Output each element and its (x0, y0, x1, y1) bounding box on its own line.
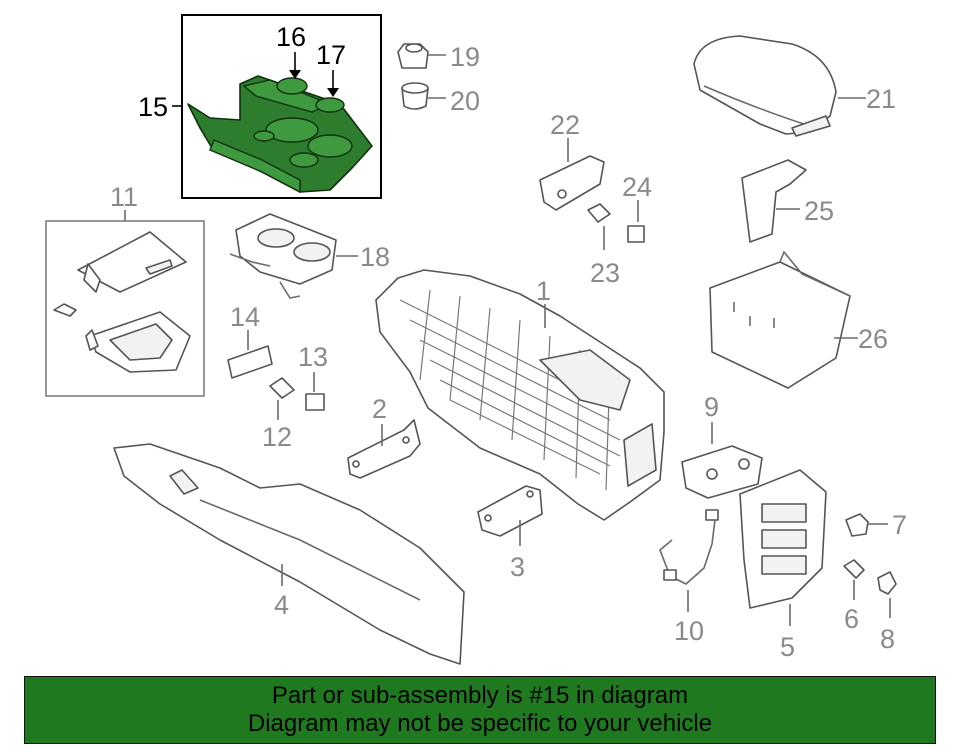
part-12-13-14 (227, 330, 325, 420)
highlight-box-15 (172, 14, 382, 199)
callout-16: 16 (276, 22, 306, 52)
callout-14: 14 (230, 302, 260, 332)
part-25-panel (741, 159, 807, 243)
callout-25: 25 (804, 196, 834, 226)
callout-22: 22 (550, 110, 580, 140)
callout-20: 20 (450, 86, 480, 116)
callout-18: 18 (360, 242, 390, 272)
callout-4: 4 (274, 590, 289, 620)
callout-7: 7 (892, 510, 907, 540)
callout-10: 10 (674, 616, 704, 646)
callout-13: 13 (298, 342, 328, 372)
part-3-bracket (477, 485, 543, 546)
callout-1: 1 (536, 276, 551, 306)
part-11-box (45, 210, 205, 397)
part-26-bin (709, 250, 858, 389)
callout-21: 21 (866, 84, 896, 114)
banner-line-1: Part or sub-assembly is #15 in diagram (271, 682, 689, 709)
part-2-bracket (347, 419, 421, 479)
callout-6: 6 (844, 604, 859, 634)
info-banner: Part or sub-assembly is #15 in diagram D… (24, 676, 936, 744)
part-22-bracket (539, 138, 605, 211)
callout-19: 19 (450, 42, 480, 72)
part-4-side-panel (113, 443, 465, 665)
part-19-20 (397, 43, 446, 110)
callout-23: 23 (590, 258, 620, 288)
part-6-7-8 (843, 513, 897, 618)
callout-5: 5 (780, 632, 795, 662)
part-21-armrest (693, 35, 866, 137)
part-5-bezel (739, 469, 827, 626)
callout-3: 3 (510, 552, 525, 582)
part-9-control (681, 422, 763, 499)
part-18-cupholder (229, 213, 358, 299)
callout-9: 9 (704, 392, 719, 422)
callout-24: 24 (622, 172, 652, 202)
callout-8: 8 (880, 624, 895, 654)
part-16-cap (276, 77, 308, 95)
callout-26: 26 (858, 324, 888, 354)
part-17-mat (315, 97, 345, 113)
callout-15: 15 (138, 92, 168, 122)
part-1-console (375, 269, 665, 521)
part-10-wiring (659, 509, 719, 612)
part-23-24 (587, 200, 645, 250)
banner-line-2: Diagram may not be specific to your vehi… (247, 710, 713, 737)
callout-17: 17 (316, 40, 346, 70)
callout-11: 11 (110, 182, 138, 212)
callout-12: 12 (262, 422, 292, 452)
callout-2: 2 (372, 394, 387, 424)
